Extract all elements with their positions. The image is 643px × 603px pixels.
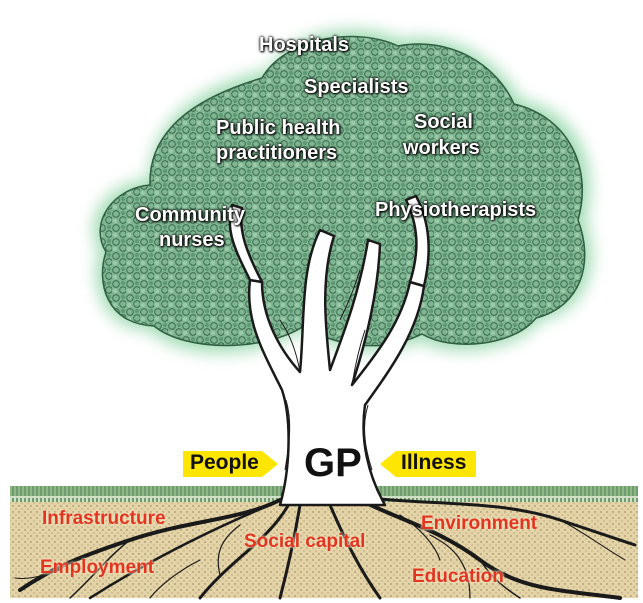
label-education: Education <box>412 567 504 587</box>
label-specialists: Specialists <box>304 77 409 98</box>
label-physiotherapists: Physiotherapists <box>375 200 536 221</box>
label-community-nurses-line2: nurses <box>159 230 225 251</box>
label-gp: GP <box>304 442 362 484</box>
label-environment: Environment <box>421 514 537 534</box>
label-employment: Employment <box>40 558 154 578</box>
label-illness: Illness <box>401 452 466 474</box>
label-public-health-line2: practitioners <box>216 143 337 164</box>
label-social-workers-line2: workers <box>403 138 480 159</box>
label-public-health-line1: Public health <box>216 118 340 139</box>
label-infrastructure: Infrastructure <box>42 509 166 529</box>
label-social-capital: Social capital <box>244 532 365 552</box>
label-hospitals: Hospitals <box>259 35 349 56</box>
label-community-nurses-line1: Community <box>135 205 245 226</box>
label-social-workers-line1: Social <box>414 112 473 133</box>
label-people: People <box>190 452 259 474</box>
